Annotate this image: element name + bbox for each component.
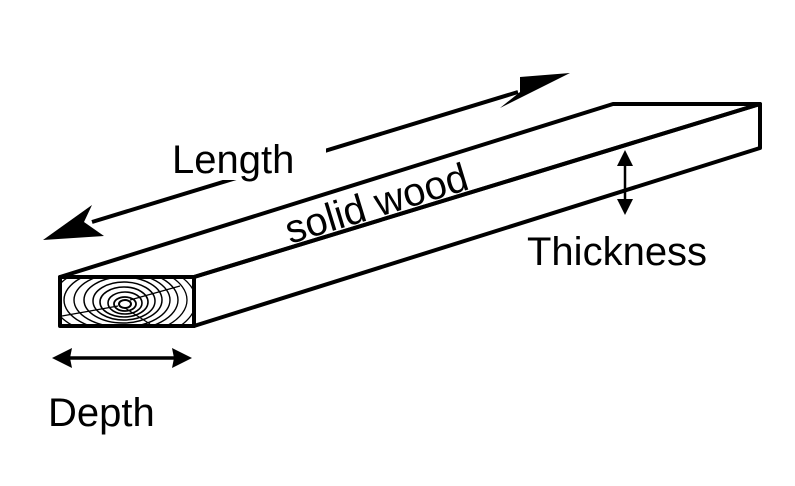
board-end-face <box>58 275 196 328</box>
length-arrow-head-left <box>43 205 104 240</box>
length-label-bg <box>168 128 326 180</box>
depth-label: Depth <box>48 391 155 435</box>
depth-arrow-icon <box>52 348 192 368</box>
end-grain-icon <box>61 278 193 325</box>
board-side-face <box>192 102 762 328</box>
thickness-arrow-icon <box>617 150 633 215</box>
length-label: Length <box>172 138 294 182</box>
wood-board <box>58 102 762 328</box>
length-arrow-head-right <box>500 73 570 108</box>
thickness-label: Thickness <box>527 230 707 274</box>
